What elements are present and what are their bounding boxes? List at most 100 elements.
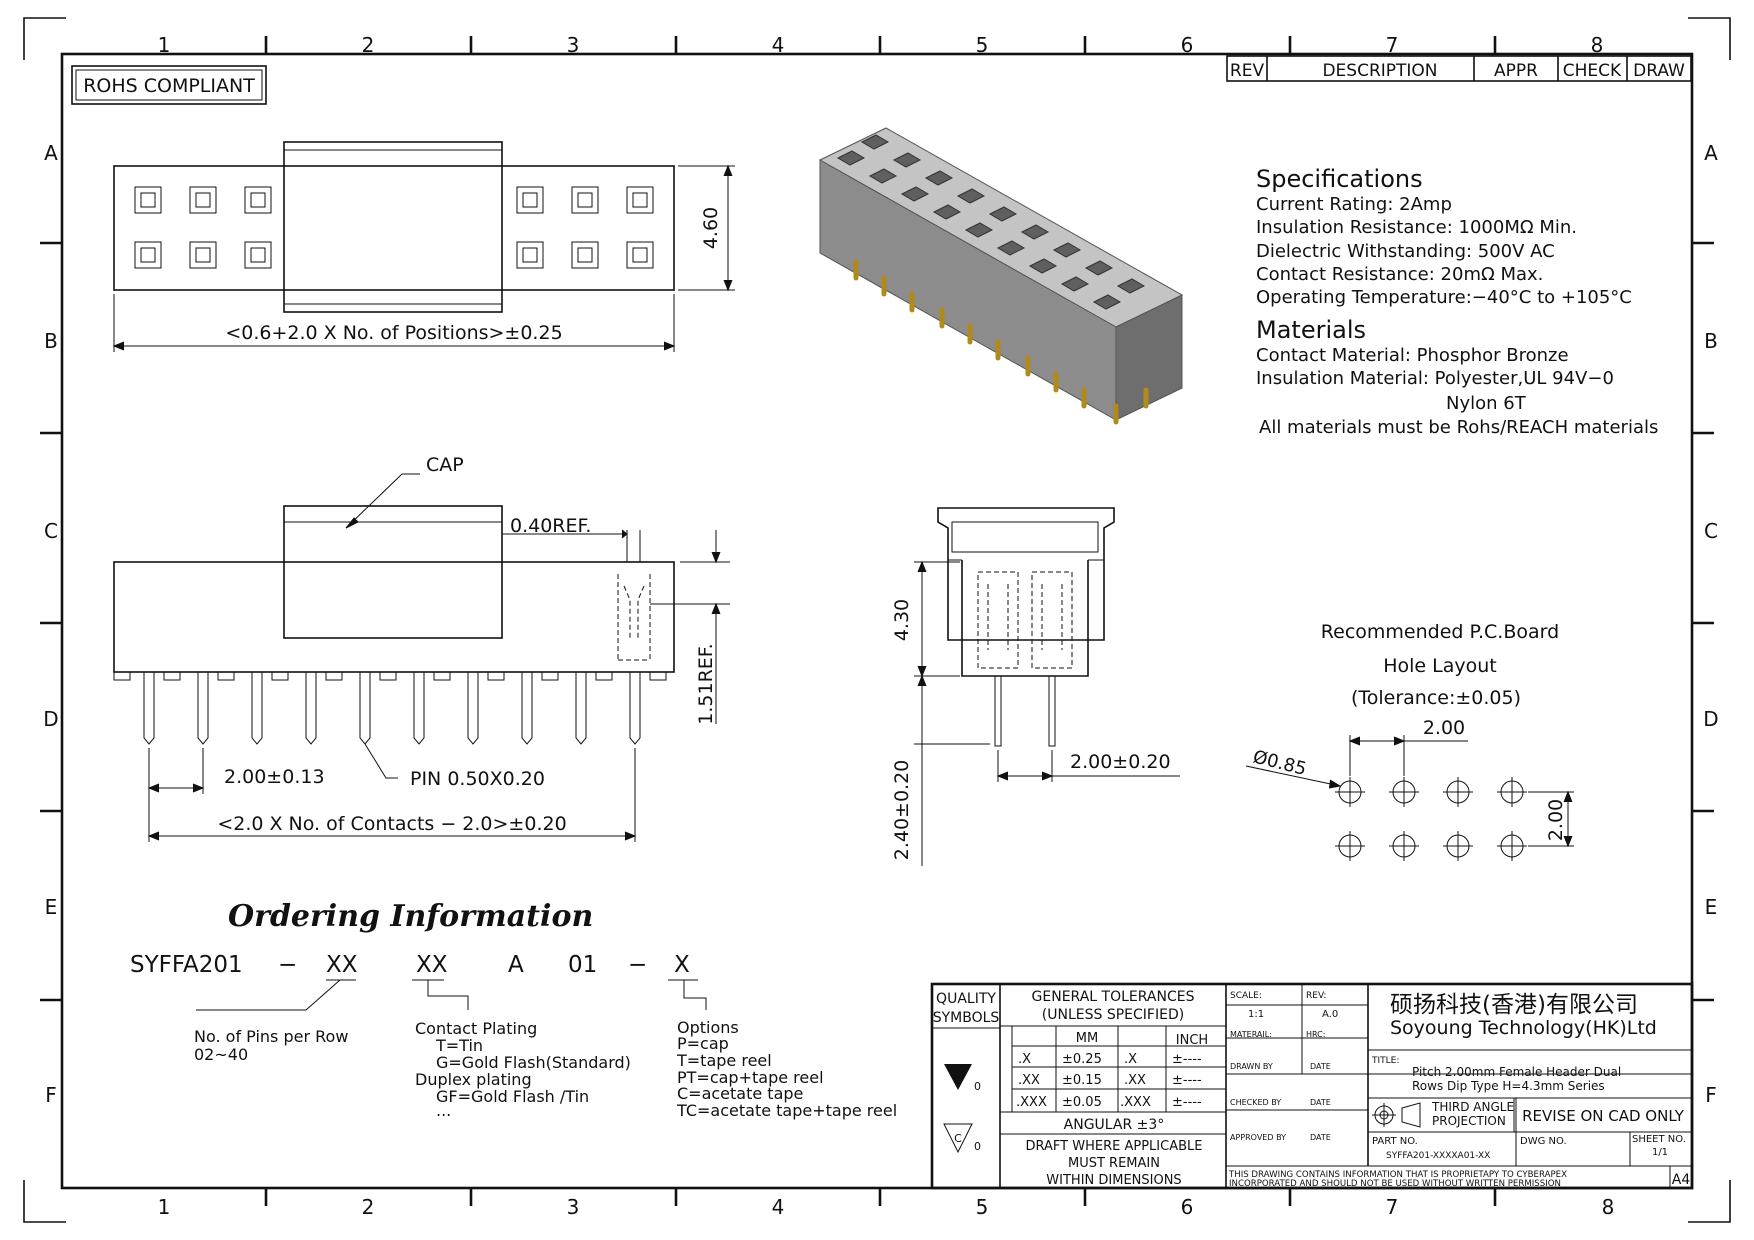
rohs-text: ROHS COMPLIANT xyxy=(83,75,255,97)
sheet-size: A4 xyxy=(1672,1172,1691,1188)
gen-tol-label: GENERAL TOLERANCES xyxy=(1032,989,1195,1005)
pcb-holes xyxy=(1335,777,1527,861)
zone-right-a: A xyxy=(1704,141,1718,165)
options-line: Options xyxy=(677,1018,739,1037)
dim-240: 2.40±0.20 xyxy=(891,760,913,861)
check-header: CHECK xyxy=(1563,61,1622,81)
tol-cell: .X xyxy=(1124,1052,1137,1067)
dim-length-positions: <0.6+2.0 X No. of Positions>±0.25 xyxy=(225,322,562,344)
code-sep2: − xyxy=(628,952,647,978)
zone-bottom-5: 5 xyxy=(976,1195,989,1219)
description-header: DESCRIPTION xyxy=(1322,61,1437,81)
hrc-label: HRC: xyxy=(1306,1030,1325,1039)
pcb-hole-layout: Recommended P.C.Board Hole Layout (Toler… xyxy=(1245,621,1574,861)
pcb-hole-diameter: Ø0.85 xyxy=(1251,746,1309,780)
quality-label: QUALITY xyxy=(936,991,996,1007)
draw-header: DRAW xyxy=(1633,61,1685,81)
tol-cell: ±---- xyxy=(1172,1052,1202,1067)
inch-header: INCH xyxy=(1176,1033,1208,1048)
pins-desc: No. of Pins per Row xyxy=(194,1027,348,1046)
tol-cell: ±---- xyxy=(1172,1095,1202,1110)
pcb-dim-horizontal: 2.00 xyxy=(1423,717,1465,739)
zone-bottom-8: 8 xyxy=(1602,1195,1615,1219)
code-plating: XX xyxy=(416,952,448,978)
zone-top-5: 5 xyxy=(976,33,989,57)
company-name-cn: 硕扬科技(香港)有限公司 xyxy=(1390,992,1638,1018)
top-view-cavities xyxy=(134,186,654,269)
title-line-1: Pitch 2.00mm Female Header Dual xyxy=(1412,1065,1621,1079)
drawn-by-label: DRAWN BY xyxy=(1230,1062,1273,1071)
scale-label: SCALE: xyxy=(1230,991,1262,1001)
company-name-en: Soyoung Technology(HK)Ltd xyxy=(1390,1017,1657,1039)
zone-bottom-7: 7 xyxy=(1386,1195,1399,1219)
options-line: PT=cap+tape reel xyxy=(677,1068,824,1087)
quality-symbol-0b: 0 xyxy=(974,1140,981,1153)
zone-right-b: B xyxy=(1704,329,1718,353)
checked-date-label: DATE xyxy=(1310,1098,1331,1107)
tol-cell: .X xyxy=(1018,1052,1031,1067)
drawn-date-label: DATE xyxy=(1310,1062,1331,1071)
plating-line: Duplex plating xyxy=(415,1070,532,1089)
tol-cell: ±---- xyxy=(1172,1073,1202,1088)
title-label: TITLE: xyxy=(1371,1056,1399,1066)
proprietary-notice: INCORPORATED AND SHOULD NOT BE USED WITH… xyxy=(1229,1179,1561,1189)
options-line: TC=acetate tape+tape reel xyxy=(676,1101,897,1120)
zone-bottom-2: 2 xyxy=(362,1195,375,1219)
materials-line: Nylon 6T xyxy=(1446,393,1527,414)
approved-by-label: APPROVED BY xyxy=(1230,1133,1286,1142)
ordering-heading: Ordering Information xyxy=(228,899,593,934)
scale-value: 1:1 xyxy=(1248,1009,1264,1020)
dim-ref-040: 0.40REF. xyxy=(510,515,591,537)
zone-bottom-3: 3 xyxy=(567,1195,580,1219)
pcb-subtitle: Hole Layout xyxy=(1383,655,1497,677)
specifications: Specifications Current Rating: 2Amp Insu… xyxy=(1256,165,1658,438)
code-options: X xyxy=(674,952,690,978)
third-angle-projection-icon xyxy=(1372,1102,1421,1128)
zone-right-e: E xyxy=(1705,895,1718,919)
zone-top-1: 1 xyxy=(158,33,171,57)
plating-line: G=Gold Flash(Standard) xyxy=(436,1053,631,1072)
pcb-tolerance: (Tolerance:±0.05) xyxy=(1351,687,1521,709)
symbols-label: SYMBOLS xyxy=(933,1010,1000,1026)
top-view: 4.60 <0.6+2.0 X No. of Positions>±0.25 xyxy=(112,141,735,352)
dim-pitch: 2.00±0.13 xyxy=(224,766,325,788)
pcb-title: Recommended P.C.Board xyxy=(1321,621,1559,643)
options-line: T=tape reel xyxy=(676,1051,772,1070)
title-line-2: Rows Dip Type H=4.3mm Series xyxy=(1412,1079,1605,1093)
plating-line: T=Tin xyxy=(435,1036,483,1055)
side-view: 4.30 2.40±0.20 2.00±0.20 xyxy=(891,507,1180,866)
part-no-value: SYFFA201-XXXXA01-XX xyxy=(1386,1151,1490,1161)
options-line: P=cap xyxy=(677,1034,729,1053)
draft-line: DRAFT WHERE APPLICABLE xyxy=(1026,1139,1203,1154)
pin-row xyxy=(113,671,667,745)
dim-ref-151: 1.51REF. xyxy=(695,643,717,724)
zone-top-6: 6 xyxy=(1181,33,1194,57)
zone-bottom-6: 6 xyxy=(1181,1195,1194,1219)
zone-bottom-4: 4 xyxy=(772,1195,785,1219)
part-no-label: PART NO. xyxy=(1372,1136,1418,1147)
revision-block: REV DESCRIPTION APPR CHECK DRAW xyxy=(1226,55,1692,82)
zone-right-c: C xyxy=(1704,519,1718,543)
dim-430: 4.30 xyxy=(891,599,913,641)
projection-label: PROJECTION xyxy=(1432,1114,1506,1128)
materials-line: Contact Material: Phosphor Bronze xyxy=(1256,345,1569,366)
approved-date-label: DATE xyxy=(1310,1133,1331,1142)
zone-top-4: 4 xyxy=(772,33,785,57)
corner-marks xyxy=(23,17,1731,1223)
top-view-dimensions xyxy=(112,164,735,352)
zone-ticks xyxy=(40,36,1714,1206)
rohs-badge: ROHS COMPLIANT xyxy=(71,65,267,105)
spec-line: Insulation Resistance: 1000MΩ Min. xyxy=(1256,217,1577,238)
side-view-dimensions xyxy=(914,560,1180,866)
zone-labels: 1 2 3 4 5 6 7 8 1 2 3 4 5 6 7 8 A B C D … xyxy=(43,33,1718,1219)
zone-left-e: E xyxy=(45,895,58,919)
angular-tol: ANGULAR ±3° xyxy=(1064,1117,1165,1133)
appr-header: APPR xyxy=(1494,61,1538,81)
zone-left-b: B xyxy=(44,329,58,353)
zone-top-2: 2 xyxy=(362,33,375,57)
plating-line: Contact Plating xyxy=(415,1019,537,1038)
cap-label: CAP xyxy=(426,454,464,476)
spec-line: Contact Resistance: 20mΩ Max. xyxy=(1256,264,1543,285)
materials-heading: Materials xyxy=(1256,316,1366,344)
